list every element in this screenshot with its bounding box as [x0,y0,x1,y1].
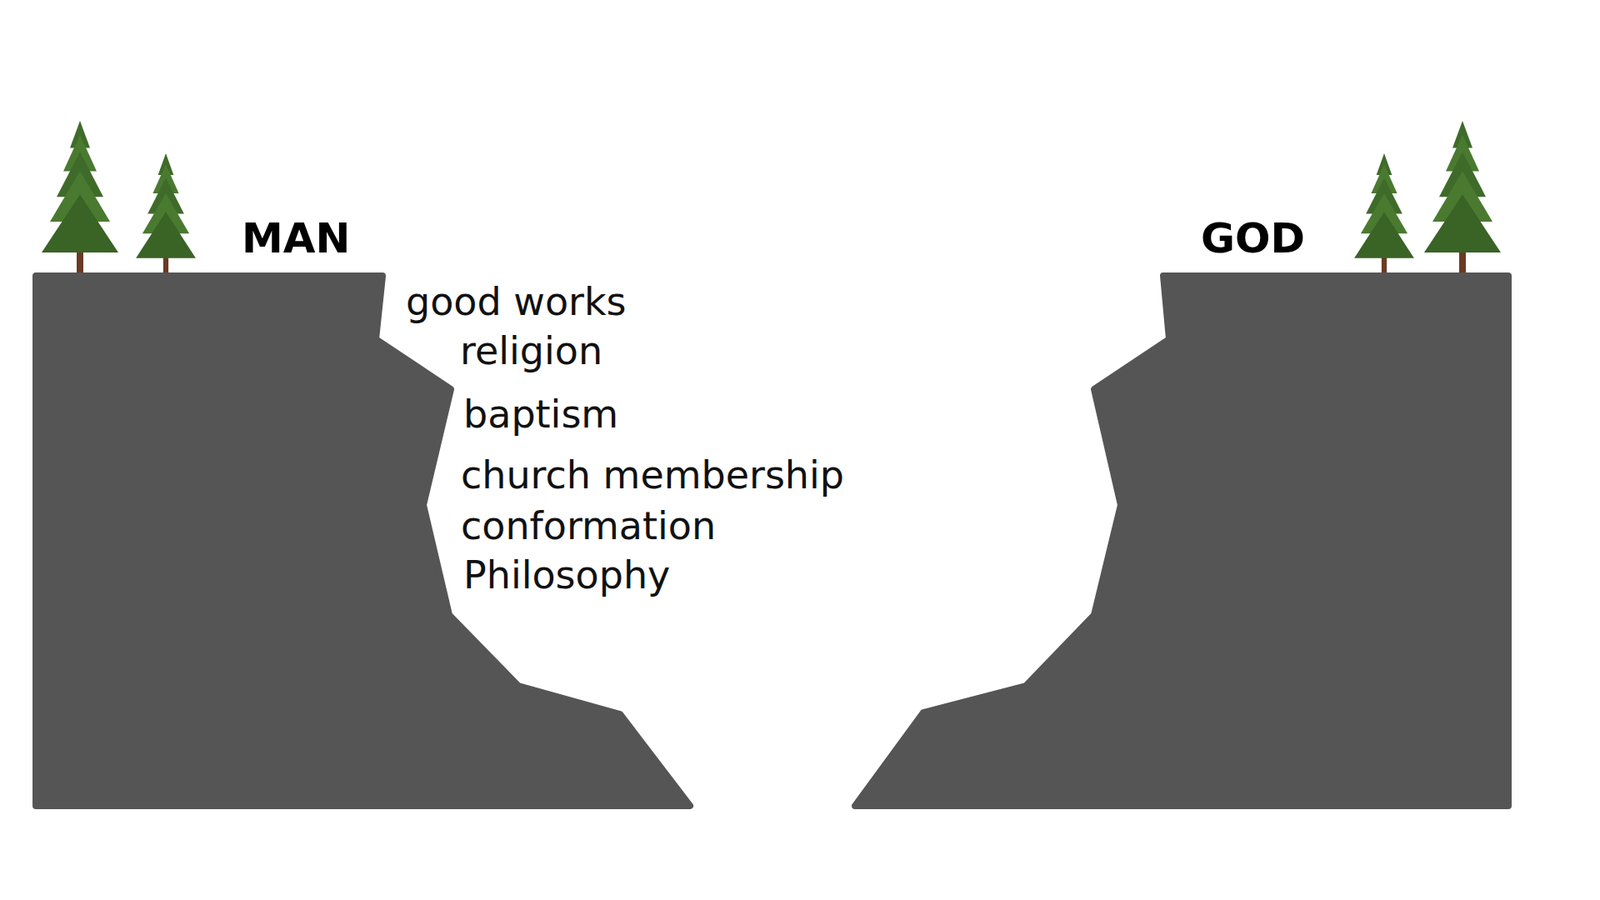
cliff-heading: MAN [241,217,350,260]
bridge-attempt-label: Philosophy [463,554,670,597]
cliff: GOD [855,275,1509,806]
cliff-shape [855,275,1509,806]
cliff-heading: GOD [1200,217,1305,260]
bridge-attempt-label: baptism [463,393,619,436]
bridge-attempt-label: religion [460,330,603,373]
bridge-attempt-label: conformation [460,505,716,548]
bridge-attempt-label: church membership [460,454,845,497]
bridge-attempt-label: good works [405,280,627,324]
